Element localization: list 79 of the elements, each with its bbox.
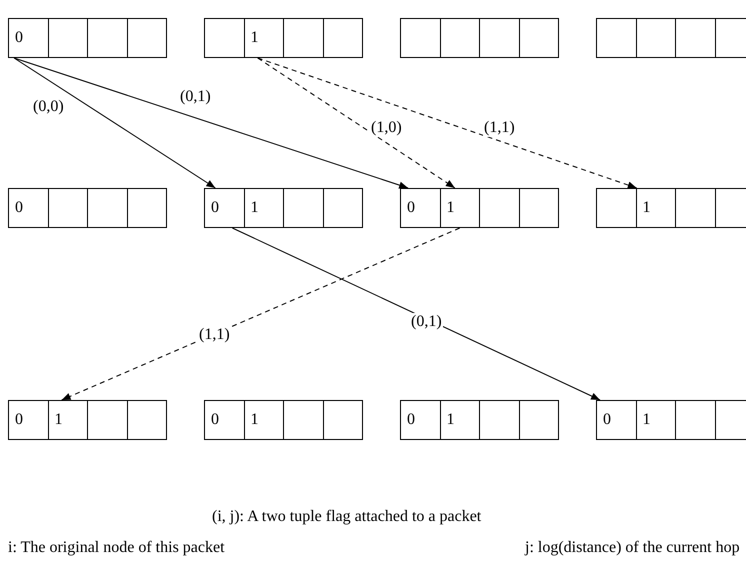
memory-cell — [596, 188, 636, 228]
memory-cell — [87, 400, 128, 440]
memory-cell — [204, 400, 244, 440]
memory-cell — [322, 18, 363, 58]
memory-cell — [126, 188, 167, 228]
edge-label: (1,1) — [198, 326, 231, 344]
cell-value: 0 — [407, 199, 415, 217]
memory-cell — [283, 18, 324, 58]
memory-cell — [479, 400, 520, 440]
memory-cell — [675, 188, 716, 228]
memory-cell — [400, 188, 440, 228]
edge-label: (0,1) — [179, 88, 212, 106]
cell-value: 1 — [250, 411, 258, 429]
note-text: (i, j): A two tuple flag attached to a packet — [212, 508, 482, 526]
edge-label: (0,1) — [410, 313, 443, 331]
memory-cell — [440, 18, 480, 58]
memory-cell — [479, 188, 520, 228]
memory-cell — [322, 400, 363, 440]
memory-cell — [636, 18, 676, 58]
cell-value: 0 — [15, 29, 23, 47]
memory-cell — [8, 18, 48, 58]
memory-cell — [87, 18, 128, 58]
memory-cell — [322, 188, 363, 228]
memory-cell — [675, 18, 716, 58]
memory-cell — [714, 18, 746, 58]
memory-cell — [244, 400, 284, 440]
cell-value: 0 — [603, 411, 611, 429]
memory-cell — [518, 400, 559, 440]
cell-value: 1 — [642, 411, 650, 429]
memory-cell — [48, 18, 88, 58]
arrow — [14, 58, 409, 189]
memory-cell — [283, 400, 324, 440]
memory-cell — [126, 18, 167, 58]
memory-cell — [675, 400, 716, 440]
memory-cell — [400, 400, 440, 440]
memory-cell — [636, 188, 676, 228]
memory-cell — [244, 188, 284, 228]
cell-value: 0 — [407, 411, 415, 429]
edge-label: (1,1) — [483, 119, 516, 137]
note-text: i: The original node of this packet — [8, 539, 225, 557]
memory-cell — [479, 18, 520, 58]
cell-value: 0 — [15, 411, 23, 429]
arrow — [257, 58, 456, 188]
memory-cell — [48, 400, 88, 440]
cell-value: 1 — [446, 199, 454, 217]
arrow — [61, 228, 460, 400]
arrow — [232, 228, 601, 400]
memory-cell — [8, 188, 48, 228]
memory-cell — [440, 400, 480, 440]
cell-value: 1 — [642, 199, 650, 217]
memory-cell — [283, 188, 324, 228]
cell-value: 1 — [250, 199, 258, 217]
edge-label: (0,0) — [32, 98, 65, 116]
memory-cell — [400, 18, 440, 58]
cell-value: 1 — [250, 29, 258, 47]
memory-cell — [440, 188, 480, 228]
memory-cell — [714, 188, 746, 228]
edge-label: (1,0) — [370, 119, 403, 137]
memory-cell — [596, 400, 636, 440]
memory-cell — [87, 188, 128, 228]
memory-cell — [126, 400, 167, 440]
memory-cell — [204, 18, 244, 58]
memory-cell — [48, 188, 88, 228]
cell-value: 0 — [211, 199, 219, 217]
memory-cell — [204, 188, 244, 228]
memory-cell — [636, 400, 676, 440]
cell-value: 1 — [54, 411, 62, 429]
memory-cell — [714, 400, 746, 440]
cell-value: 0 — [15, 199, 23, 217]
memory-cell — [244, 18, 284, 58]
note-text: j: log(distance) of the current hop — [525, 539, 740, 557]
memory-cell — [596, 18, 636, 58]
memory-cell — [8, 400, 48, 440]
arrow — [14, 58, 216, 188]
cell-value: 0 — [211, 411, 219, 429]
cell-value: 1 — [446, 411, 454, 429]
memory-cell — [518, 18, 559, 58]
memory-cell — [518, 188, 559, 228]
arrow — [257, 58, 638, 188]
